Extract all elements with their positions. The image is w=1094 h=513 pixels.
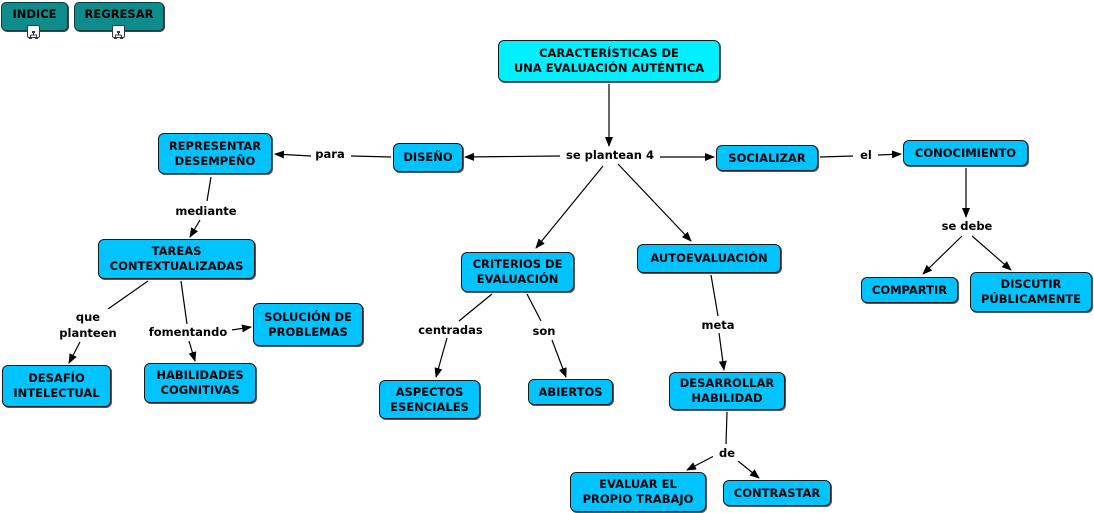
concept-habilidades[interactable]: HABILIDADES COGNITIVAS	[144, 363, 256, 403]
concept-discutir[interactable]: DISCUTIR PÚBLICAMENTE	[970, 272, 1092, 312]
link-centradas: centradas	[413, 322, 488, 338]
link-line-el-to-conocimiento	[877, 150, 902, 159]
concept-solucion[interactable]: SOLUCIÓN DE PROBLEMAS	[253, 303, 363, 346]
concept-socializar[interactable]: SOCIALIZAR	[716, 145, 818, 171]
link-line-desarrollar-to-de	[725, 411, 728, 445]
link-line-son-to-abiertos	[551, 339, 567, 378]
link-fomentando: fomentando	[144, 324, 232, 340]
link-line-plantean-to-diseno	[464, 152, 561, 161]
link-el: el	[854, 147, 878, 163]
concept-autoevaluacion[interactable]: AUTOEVALUACIÓN	[637, 244, 781, 273]
concept-representar[interactable]: REPRESENTAR DESEMPEÑO	[158, 133, 272, 174]
link-line-de-to-evaluar	[686, 455, 715, 471]
link-de: de	[713, 445, 741, 461]
link-que-planteen: que planteen	[52, 309, 124, 341]
regresar-button-label: REGRESAR	[84, 7, 154, 21]
concept-evaluar[interactable]: EVALUAR EL PROPIO TRABAJO	[570, 472, 706, 512]
link-line-criterios-to-son	[526, 293, 542, 322]
link-line-plantean-to-autoevaluacion	[617, 163, 692, 242]
link-line-meta-to-desarrollar	[718, 332, 727, 371]
link-se-debe: se debe	[935, 218, 999, 234]
link-line-tareas-to-fomentando	[180, 280, 188, 325]
link-line-tareas-to-que	[107, 280, 149, 310]
link-line-de-to-contrastar	[737, 460, 760, 479]
regresar-link-icon[interactable]	[112, 25, 125, 39]
concept-aspectos[interactable]: ASPECTOS ESENCIALES	[379, 380, 480, 419]
link-para: para	[311, 146, 349, 162]
link-line-criterios-to-centradas	[458, 293, 493, 322]
concept-diseno[interactable]: DISEÑO	[393, 143, 463, 172]
link-line-socializar-to-el	[819, 155, 854, 158]
link-line-para-to-representar	[274, 150, 312, 159]
concept-desafio[interactable]: DESAFÍO INTELECTUAL	[2, 365, 111, 407]
link-line-que-to-desafio	[68, 341, 81, 364]
indice-button[interactable]: INDICE	[1, 2, 68, 31]
link-line-plantean-to-criterios	[535, 165, 604, 249]
indice-link-icon[interactable]	[27, 25, 40, 39]
link-se-plantean: se plantean 4	[560, 147, 660, 163]
link-line-representar-to-mediante	[206, 176, 212, 202]
concept-criterios[interactable]: CRITERIOS DE EVALUACIÓN	[461, 252, 574, 292]
link-line-fomentando-to-habilidades	[188, 340, 197, 362]
concept-contrastar[interactable]: CONTRASTAR	[723, 480, 831, 506]
link-line-sedebe-to-compartir	[922, 235, 963, 275]
concept-root[interactable]: CARACTERÍSTICAS DE UNA EVALUACIÓN AUTÉNT…	[498, 40, 720, 82]
concept-tareas[interactable]: TAREAS CONTEXTUALIZADAS	[98, 239, 255, 279]
link-line-centradas-to-aspectos	[434, 337, 448, 378]
link-line-mediante-to-tareas	[189, 219, 201, 238]
concept-compartir[interactable]: COMPARTIR	[861, 277, 958, 303]
link-line-auto-to-meta	[710, 274, 719, 317]
concept-abiertos[interactable]: ABIERTOS	[528, 379, 613, 405]
link-line-fomentando-to-solucion	[231, 324, 252, 333]
concept-desarrollar[interactable]: DESARROLLAR HABILIDAD	[669, 372, 785, 410]
concept-conocimiento[interactable]: CONOCIMIENTO	[903, 140, 1028, 166]
indice-button-label: INDICE	[12, 7, 57, 21]
link-line-sedebe-to-discutir	[971, 235, 1012, 271]
link-line-diseno-to-para	[350, 155, 392, 158]
link-meta: meta	[697, 317, 739, 333]
link-son: son	[526, 323, 562, 339]
link-mediante: mediante	[170, 203, 242, 219]
